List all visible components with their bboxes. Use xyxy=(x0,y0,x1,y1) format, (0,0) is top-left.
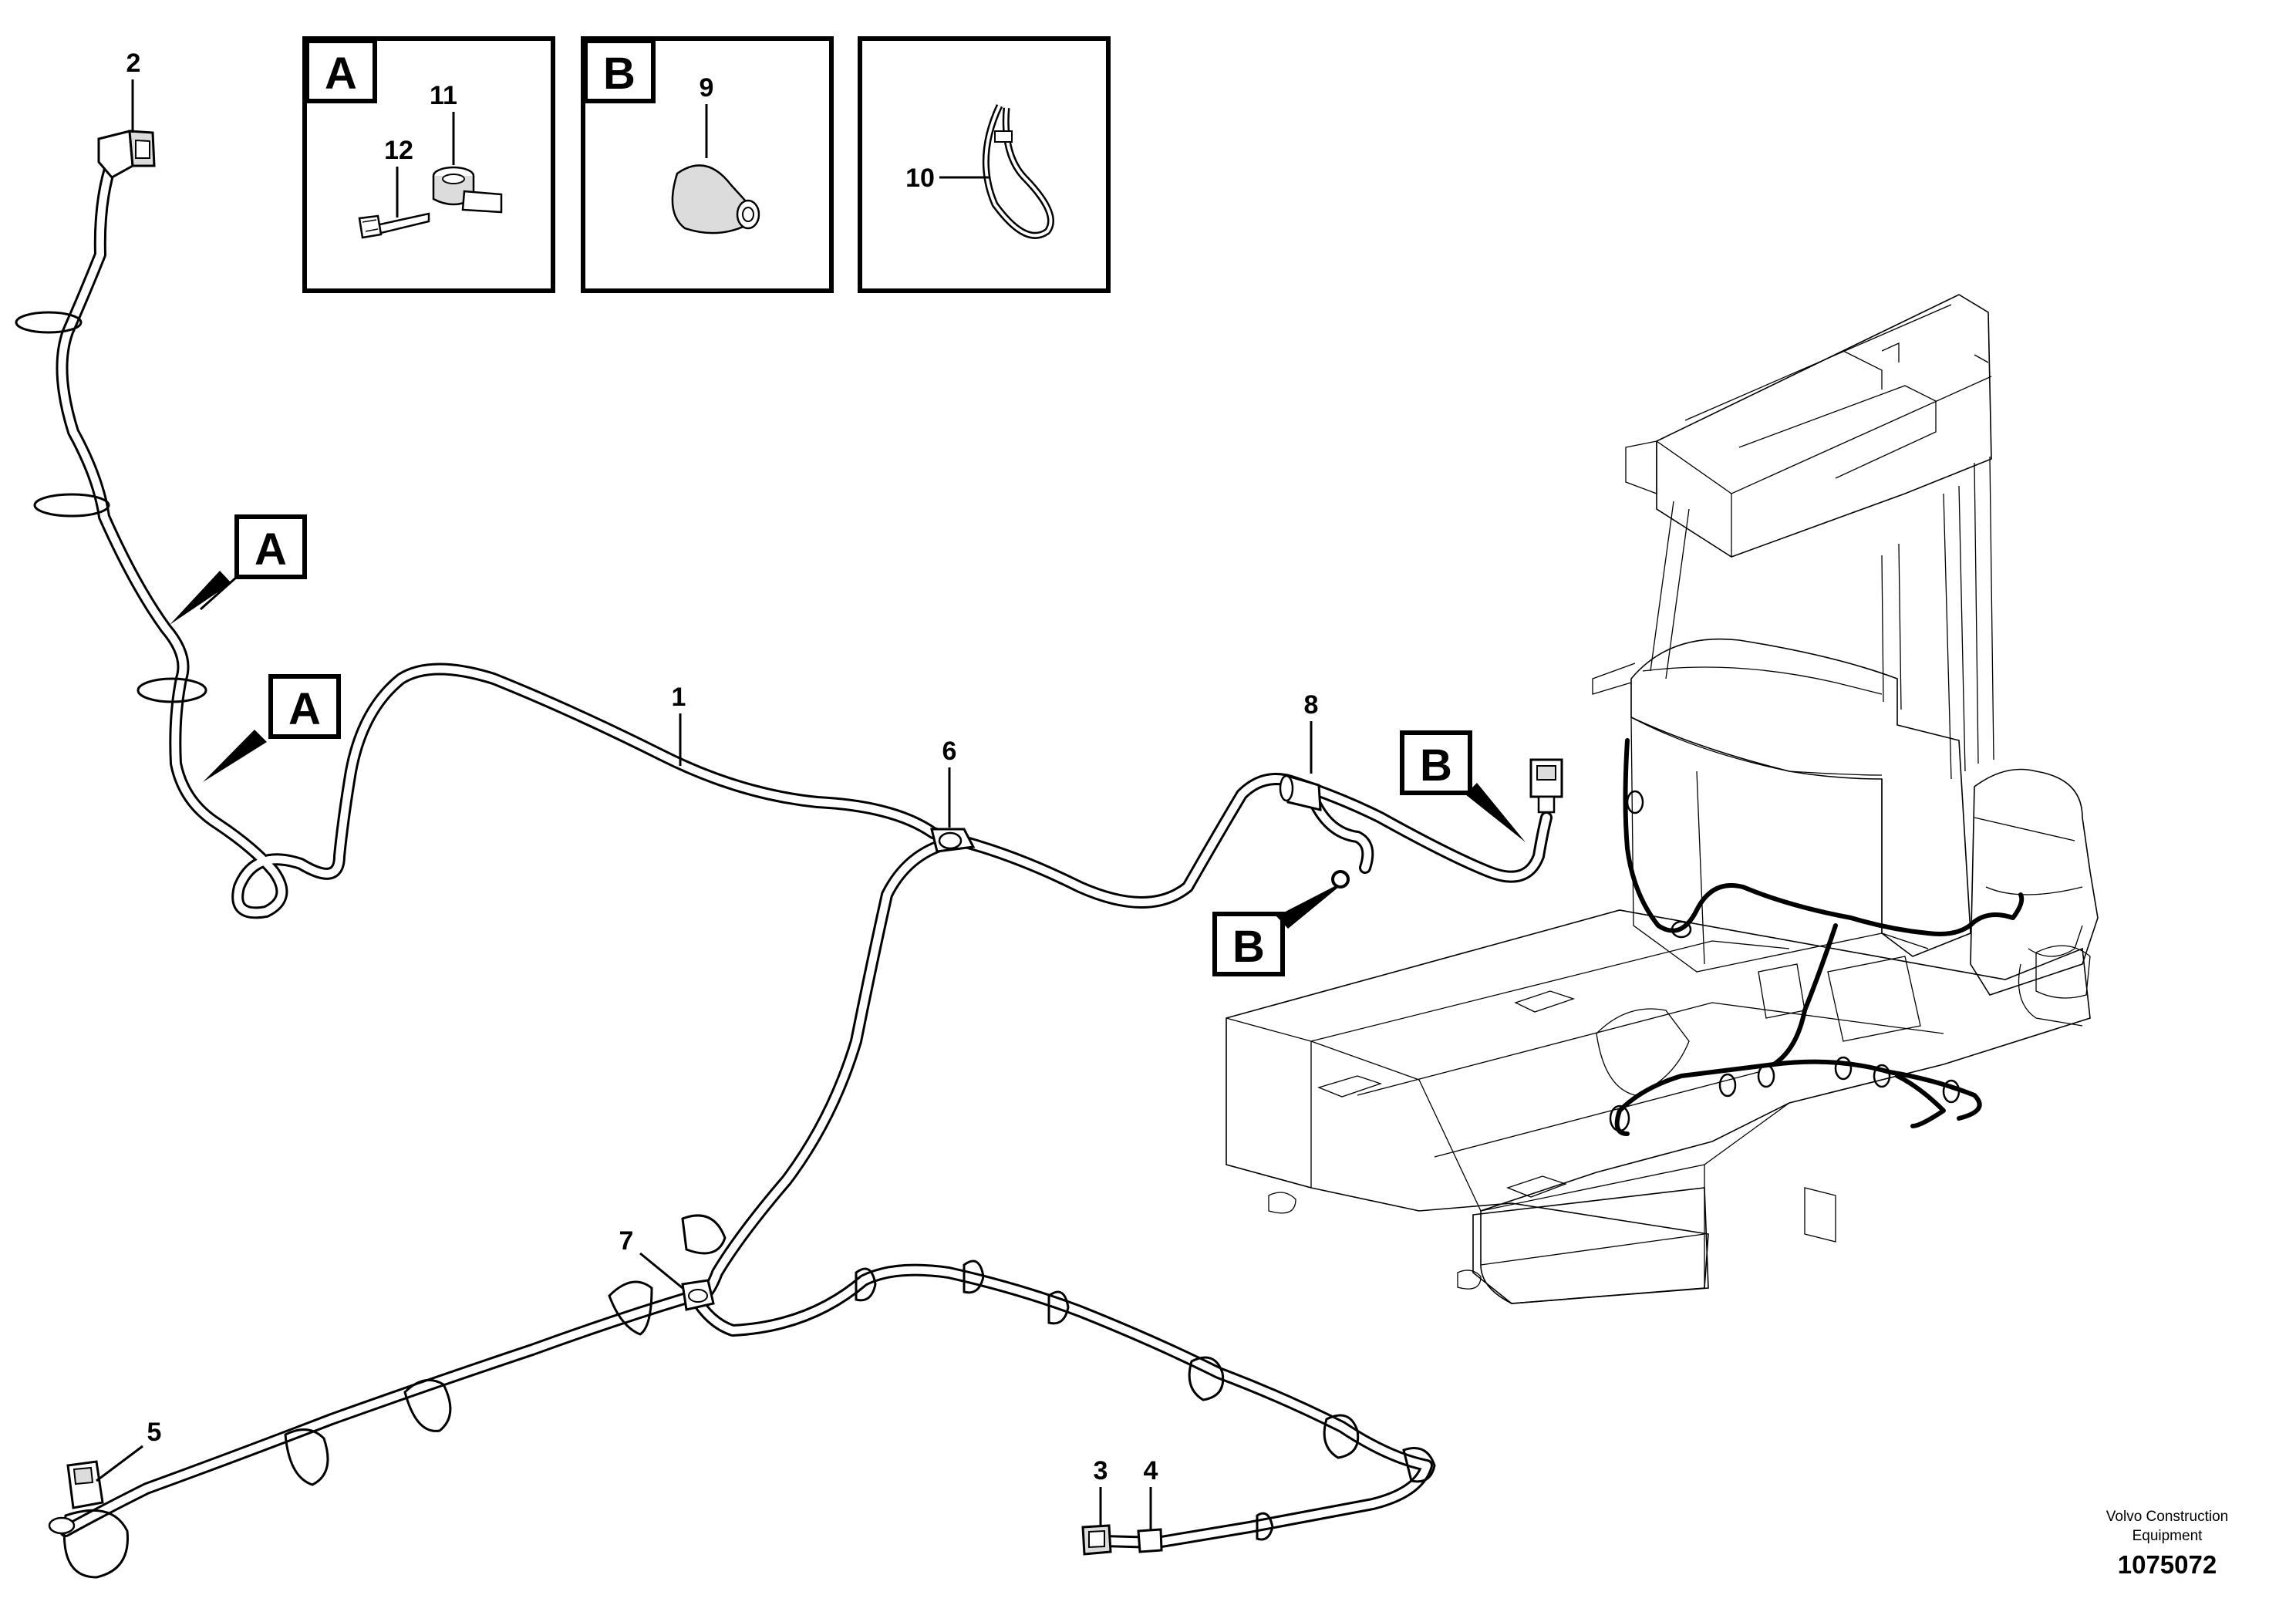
view-marker-b-lower: B xyxy=(1212,879,1348,976)
connector-b xyxy=(1529,758,1563,814)
machine-frame xyxy=(1226,294,2099,1304)
machine-harness xyxy=(1614,738,2025,1136)
cable-ties xyxy=(15,311,1436,1579)
svg-text:A: A xyxy=(288,684,321,734)
connector-2 xyxy=(97,130,156,179)
detail-box-tie: 10 xyxy=(858,36,1111,293)
callout-6: 6 xyxy=(942,737,957,766)
grommet-8 xyxy=(1279,773,1322,811)
callout-12: 12 xyxy=(384,136,413,165)
view-marker-b-right: B xyxy=(1400,730,1526,842)
connector-5 xyxy=(48,1460,104,1535)
callout-2: 2 xyxy=(126,49,141,78)
connector-3 xyxy=(1081,1524,1112,1556)
detail-box-b: B 9 xyxy=(581,36,834,293)
credit-block: Volvo Construction Equipment 1075072 xyxy=(2106,1509,2228,1579)
document-number: 1075072 xyxy=(2118,1550,2217,1579)
clip-part xyxy=(432,166,503,214)
view-marker-a-upper: A xyxy=(170,514,307,625)
view-marker-a-lower: A xyxy=(203,674,341,782)
detail-box-a-letter: A xyxy=(325,49,357,99)
connector-4 xyxy=(1137,1528,1163,1553)
machine-harness-ties xyxy=(1609,790,1961,1132)
callout-11: 11 xyxy=(430,81,457,110)
callout-9: 9 xyxy=(700,73,714,103)
svg-text:B: B xyxy=(1420,740,1452,791)
junction-7 xyxy=(681,1279,715,1311)
junction-6 xyxy=(930,828,976,853)
svg-text:B: B xyxy=(1232,922,1265,972)
svg-text:A: A xyxy=(255,524,287,575)
grommet-part xyxy=(671,164,760,234)
ring-terminal xyxy=(1331,870,1350,889)
bolt-part xyxy=(358,212,430,239)
callout-5: 5 xyxy=(147,1418,162,1447)
callout-1: 1 xyxy=(672,683,686,712)
credit-line-2: Equipment xyxy=(2132,1528,2203,1544)
credit-line-1: Volvo Construction xyxy=(2106,1509,2228,1525)
callout-10: 10 xyxy=(905,164,935,193)
cable-tie-part xyxy=(982,104,1054,239)
detail-box-b-letter: B xyxy=(603,49,636,99)
callouts: 2 1 6 8 7 5 3 4 xyxy=(96,49,1318,1529)
cable-harness xyxy=(15,130,1563,1579)
callout-7: 7 xyxy=(619,1226,634,1256)
detail-box-a: A 11 12 xyxy=(302,36,555,293)
callout-3: 3 xyxy=(1094,1456,1108,1485)
callout-4: 4 xyxy=(1144,1456,1158,1485)
callout-8: 8 xyxy=(1304,690,1319,720)
